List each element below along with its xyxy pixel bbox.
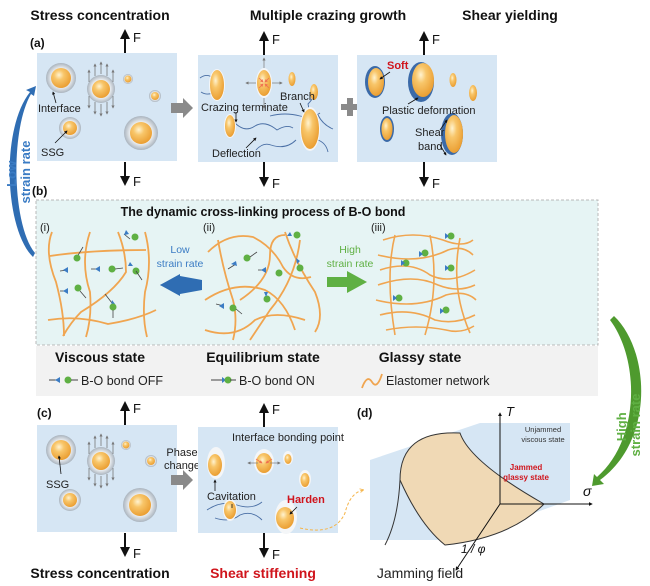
stress-field-arrows-icon bbox=[87, 61, 115, 117]
interface-label: Interface bbox=[38, 103, 81, 115]
ssg-particles bbox=[365, 62, 477, 155]
force-label: F bbox=[432, 176, 440, 191]
phase-label: Phase bbox=[166, 447, 197, 459]
force-label: F bbox=[133, 546, 141, 561]
link-to-jamming-arrow bbox=[299, 490, 363, 531]
panel-a: Stress concentration Multiple crazing gr… bbox=[30, 7, 558, 191]
title-shear-yielding: Shear yielding bbox=[462, 7, 558, 23]
ssg-particles bbox=[209, 68, 320, 151]
process-arrow-icon bbox=[171, 98, 193, 118]
title-stress-concentration: Stress concentration bbox=[30, 7, 169, 23]
crosslinking-title: The dynamic cross-linking process of B-O… bbox=[121, 205, 406, 219]
bond-on-markers-ii bbox=[215, 231, 304, 315]
panel-d-label: (d) bbox=[357, 406, 372, 420]
jammed-label-1: Jammed bbox=[510, 463, 543, 472]
force-label: F bbox=[272, 402, 280, 417]
panel-c-label: (c) bbox=[37, 406, 52, 420]
crazing-terminate-label: Crazing terminate bbox=[201, 102, 288, 114]
sub-label-ii: (ii) bbox=[203, 222, 215, 234]
state-equilibrium: Equilibrium state bbox=[206, 349, 320, 365]
low-arrow-text: Low bbox=[170, 244, 190, 256]
unjammed-label-1: Unjammed bbox=[525, 425, 561, 434]
change-label: change bbox=[164, 460, 200, 472]
axis-sigma-label: σ bbox=[583, 483, 592, 499]
force-label: F bbox=[272, 32, 280, 47]
panel-d: (d) T σ 1 / φ Unjammed viscous state Jam… bbox=[357, 404, 593, 581]
branch-label: Branch bbox=[280, 91, 315, 103]
ssg-particles bbox=[46, 435, 157, 522]
ssg-particles bbox=[46, 63, 161, 150]
legend-bond-off: B-O bond OFF bbox=[81, 374, 163, 388]
bottom-title-shear-stiffening: Shear stiffening bbox=[210, 565, 316, 581]
band-label: band bbox=[418, 141, 442, 153]
side-arrow-strain-rate-text: strain rate bbox=[628, 394, 643, 457]
stress-field-arrows-icon bbox=[87, 433, 115, 489]
force-label: F bbox=[133, 401, 141, 416]
unjammed-label-2: viscous state bbox=[521, 435, 564, 444]
force-label: F bbox=[432, 32, 440, 47]
legend-bond-on-icon bbox=[211, 376, 236, 384]
low-strain-rate-side-arrow: Low strain rate bbox=[4, 86, 36, 257]
craze-lines bbox=[206, 501, 263, 521]
ssg-particles bbox=[207, 447, 311, 534]
ssg-label: SSG bbox=[41, 147, 64, 159]
shear-stiffening-panel bbox=[198, 427, 338, 533]
interface-bonding-arrows-icon bbox=[247, 458, 281, 465]
crosslinking-box bbox=[35, 199, 599, 346]
title-multiple-crazing: Multiple crazing growth bbox=[250, 7, 406, 23]
bond-off-markers-i bbox=[59, 230, 143, 318]
bond-on-markers-iii bbox=[393, 232, 455, 314]
panel-c: (c) F F SSG Phase change F bbox=[30, 401, 363, 581]
jammed-label-2: glassy state bbox=[503, 473, 549, 482]
legend-band bbox=[36, 346, 598, 396]
elastomer-network-iii bbox=[375, 234, 477, 336]
legend-elastomer: Elastomer network bbox=[386, 374, 490, 388]
force-label: F bbox=[133, 174, 141, 189]
side-arrow-high-text: High bbox=[614, 412, 629, 441]
soft-label: Soft bbox=[387, 60, 409, 72]
interface-bonding-point-label: Interface bonding point bbox=[232, 432, 344, 444]
high-strain-rate-arrow: High strain rate bbox=[327, 244, 374, 293]
plus-icon bbox=[341, 98, 359, 116]
bottom-title-stress: Stress concentration bbox=[30, 565, 169, 581]
deflection-label: Deflection bbox=[212, 148, 261, 160]
shear-label: Shear bbox=[415, 127, 445, 139]
axis-T-label: T bbox=[506, 404, 515, 419]
legend-bond-on: B-O bond ON bbox=[239, 374, 315, 388]
legend-bond-off-icon bbox=[49, 376, 78, 384]
force-label: F bbox=[272, 547, 280, 562]
high-arrow-text: High bbox=[339, 244, 361, 256]
low-arrow-strain-text: strain rate bbox=[157, 258, 204, 270]
legend-elastomer-icon bbox=[361, 373, 383, 389]
sub-label-iii: (iii) bbox=[371, 222, 386, 234]
process-arrow-icon bbox=[171, 470, 193, 490]
panel-b-label: (b) bbox=[32, 184, 47, 198]
state-viscous: Viscous state bbox=[55, 349, 145, 365]
high-strain-rate-side-arrow: High strain rate bbox=[592, 316, 643, 486]
force-label: F bbox=[133, 30, 141, 45]
side-arrow-low-text: Low bbox=[4, 160, 19, 187]
force-label: F bbox=[272, 176, 280, 191]
jamming-field-title: Jamming field bbox=[377, 565, 463, 581]
axis-phi-label: 1 / φ bbox=[461, 542, 486, 556]
state-glassy: Glassy state bbox=[379, 349, 462, 365]
elastomer-network-i bbox=[47, 231, 157, 338]
crazing-stress-arrows-icon bbox=[245, 57, 283, 109]
harden-label: Harden bbox=[287, 494, 325, 506]
panel-a-label: (a) bbox=[30, 36, 45, 50]
svg-text:Low strain rate: Low strain rate bbox=[4, 141, 33, 204]
ssg-label: SSG bbox=[46, 479, 69, 491]
axis-phi bbox=[455, 503, 501, 571]
plastic-deformation-label: Plastic deformation bbox=[382, 105, 476, 117]
elastomer-network-ii bbox=[204, 231, 321, 341]
cavitation-label: Cavitation bbox=[207, 491, 256, 503]
sub-label-i: (i) bbox=[40, 222, 50, 234]
low-strain-rate-arrow: Low strain rate bbox=[157, 244, 204, 296]
svg-text:High strain rate: High strain rate bbox=[614, 394, 643, 457]
panel-b: (b) The dynamic cross-linking process of… bbox=[32, 184, 599, 396]
high-arrow-strain-text: strain rate bbox=[327, 258, 374, 270]
side-arrow-strain-rate-text: strain rate bbox=[18, 141, 33, 204]
